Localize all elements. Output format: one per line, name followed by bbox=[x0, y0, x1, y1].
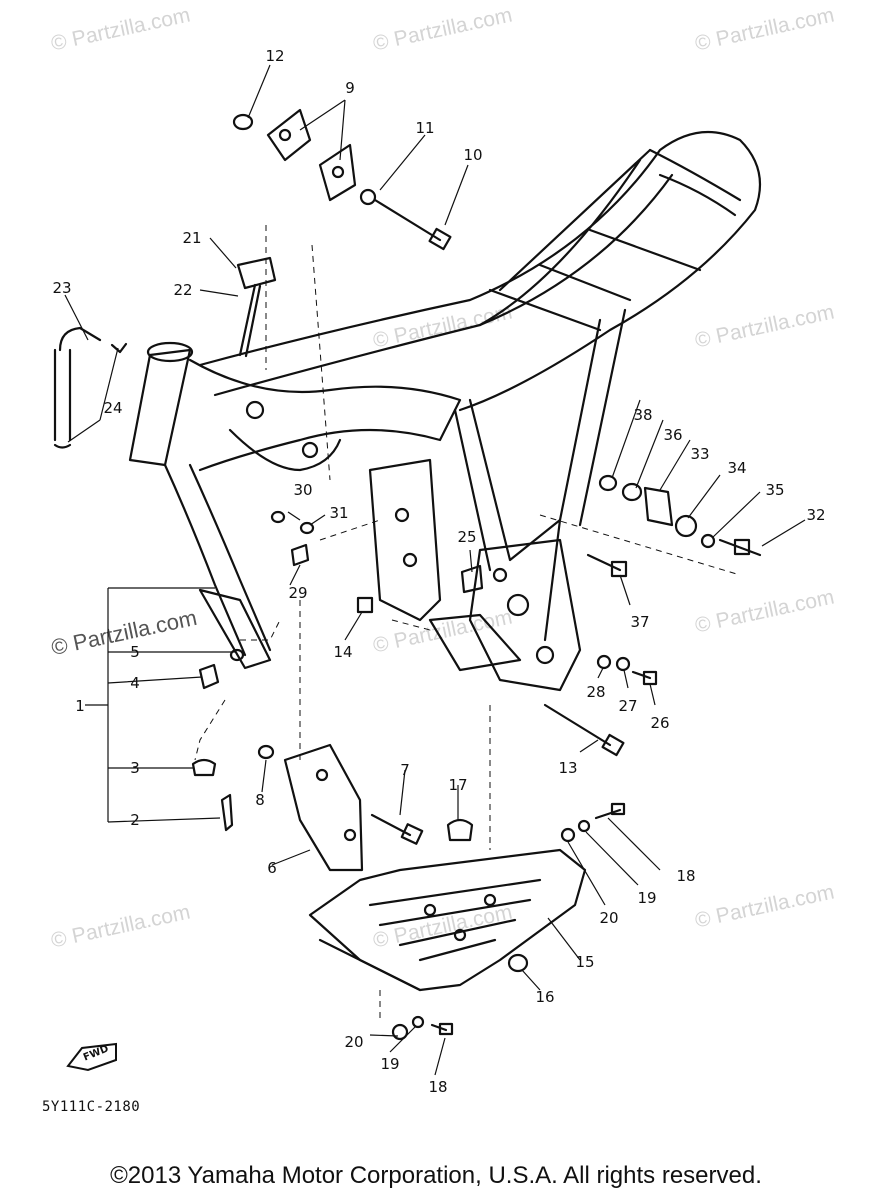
callout-23: 23 bbox=[52, 279, 72, 297]
callout-17: 17 bbox=[448, 776, 468, 794]
frame-down-tube bbox=[163, 463, 272, 657]
callout-14: 14 bbox=[333, 643, 353, 661]
engine-mount-plate bbox=[368, 458, 442, 622]
callout-12: 12 bbox=[265, 47, 285, 65]
callout-8: 8 bbox=[255, 791, 265, 809]
callout-18-lower: 18 bbox=[428, 1078, 448, 1096]
callout-27: 27 bbox=[618, 697, 638, 715]
copyright-notice: ©2013 Yamaha Motor Corporation, U.S.A. A… bbox=[110, 1162, 762, 1189]
callout-20-upper: 20 bbox=[599, 909, 619, 927]
bolt-32 bbox=[718, 538, 762, 557]
steering-bracket bbox=[236, 256, 277, 290]
bolt-13 bbox=[543, 703, 612, 747]
frame-top-tube-inner bbox=[213, 173, 674, 397]
fwd-arrow-icon bbox=[66, 1042, 117, 1072]
frame-down-tube-front bbox=[198, 588, 272, 670]
callout-35: 35 bbox=[765, 481, 785, 499]
frame-spine bbox=[188, 358, 462, 472]
callout-20-lower: 20 bbox=[344, 1033, 364, 1051]
callout-16: 16 bbox=[535, 988, 555, 1006]
callout-15: 15 bbox=[575, 953, 595, 971]
callout-10: 10 bbox=[463, 146, 483, 164]
callout-9: 9 bbox=[345, 79, 355, 97]
callout-13: 13 bbox=[558, 759, 578, 777]
callout-25: 25 bbox=[457, 528, 477, 546]
callout-18-upper: 18 bbox=[676, 867, 696, 885]
steering-head bbox=[128, 348, 192, 467]
swingarm-mount-plate bbox=[468, 538, 582, 692]
breather-hose bbox=[53, 326, 102, 442]
callout-2: 2 bbox=[130, 811, 140, 829]
callout-38: 38 bbox=[633, 406, 653, 424]
engine-bracket-front bbox=[283, 743, 364, 872]
diagram-code: 5Y111C-2180 bbox=[42, 1099, 141, 1115]
callout-37: 37 bbox=[630, 613, 650, 631]
callout-4: 4 bbox=[130, 674, 140, 692]
bolt-10 bbox=[373, 198, 442, 242]
callout-34: 34 bbox=[727, 459, 747, 477]
callout-33: 33 bbox=[690, 445, 710, 463]
callout-22: 22 bbox=[173, 281, 193, 299]
callout-7: 7 bbox=[400, 761, 410, 779]
callout-19-lower: 19 bbox=[380, 1055, 400, 1073]
callout-19-upper: 19 bbox=[637, 889, 657, 907]
engine-bracket-upper bbox=[266, 108, 357, 202]
frame-upper-rail bbox=[478, 148, 652, 327]
callout-6: 6 bbox=[267, 859, 277, 877]
callout-30: 30 bbox=[293, 481, 313, 499]
frame-rear-strut-2 bbox=[453, 398, 562, 572]
callout-29: 29 bbox=[288, 584, 308, 602]
callout-24: 24 bbox=[103, 399, 123, 417]
callout-31: 31 bbox=[329, 504, 349, 522]
callout-1: 1 bbox=[75, 697, 85, 715]
callout-28: 28 bbox=[586, 683, 606, 701]
callout-36: 36 bbox=[663, 426, 683, 444]
callout-32: 32 bbox=[806, 506, 826, 524]
callout-21: 21 bbox=[182, 229, 202, 247]
frame-cross-member bbox=[488, 228, 702, 332]
callout-3: 3 bbox=[130, 759, 140, 777]
frame-rear-rail bbox=[648, 148, 742, 217]
callout-26: 26 bbox=[650, 714, 670, 732]
frame-top-tube bbox=[198, 130, 762, 412]
callout-5: 5 bbox=[130, 643, 140, 661]
collar-33 bbox=[643, 486, 674, 527]
callout-11: 11 bbox=[415, 119, 435, 137]
